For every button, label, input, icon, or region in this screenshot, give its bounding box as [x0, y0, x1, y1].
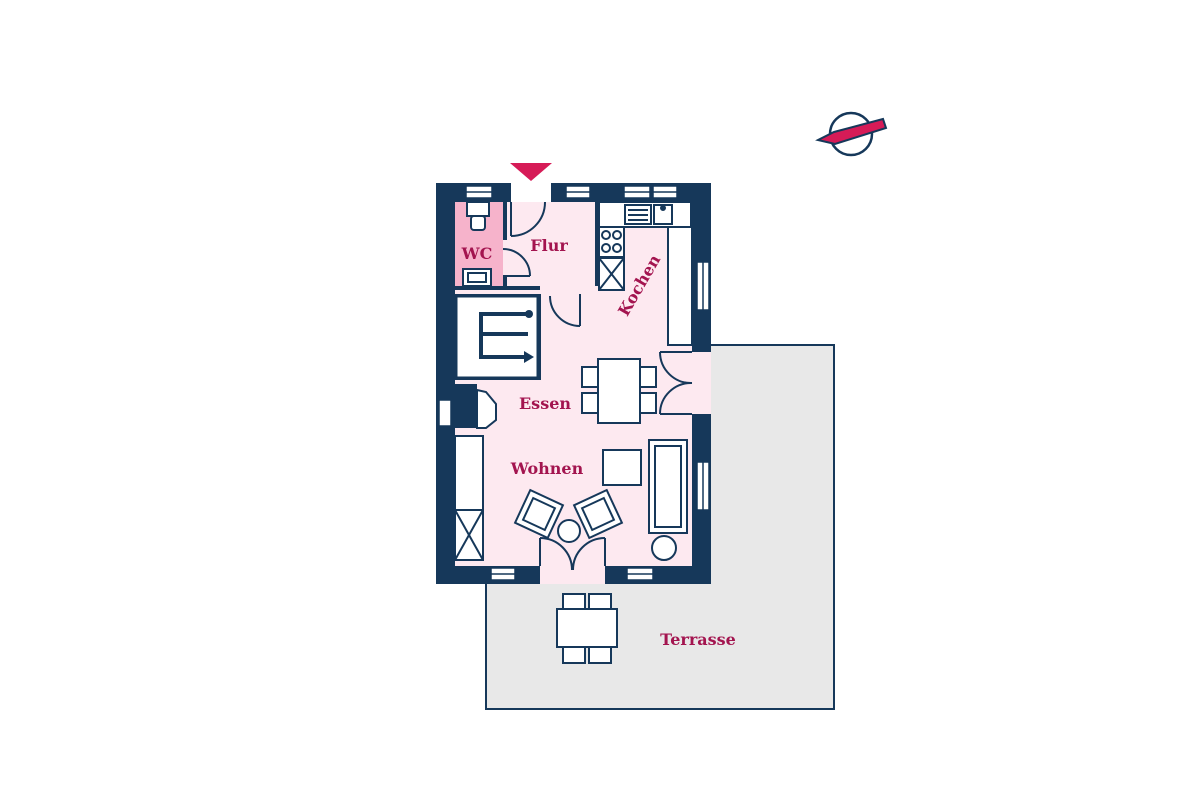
compass-north-icon [815, 111, 888, 157]
label-essen: Essen [519, 394, 571, 413]
entrance-door-gap [511, 183, 551, 202]
label-wohnen: Wohnen [510, 459, 584, 478]
label-wc: WC [461, 244, 493, 263]
room-flur [507, 202, 595, 286]
door-swings [502, 201, 693, 571]
terrace-dining-set [556, 593, 618, 664]
living-furniture [454, 435, 688, 561]
kitchen-fixtures [598, 201, 693, 346]
dining-set [581, 358, 657, 424]
label-flur: Flur [530, 236, 568, 255]
label-terrasse: Terrasse [660, 630, 736, 649]
terrace-door-gap [692, 352, 711, 414]
wall-pillar [455, 384, 477, 428]
south-door-gap [540, 566, 605, 584]
windows [438, 185, 710, 581]
wc-fixtures [462, 201, 492, 287]
entrance-arrow-icon [510, 163, 552, 181]
